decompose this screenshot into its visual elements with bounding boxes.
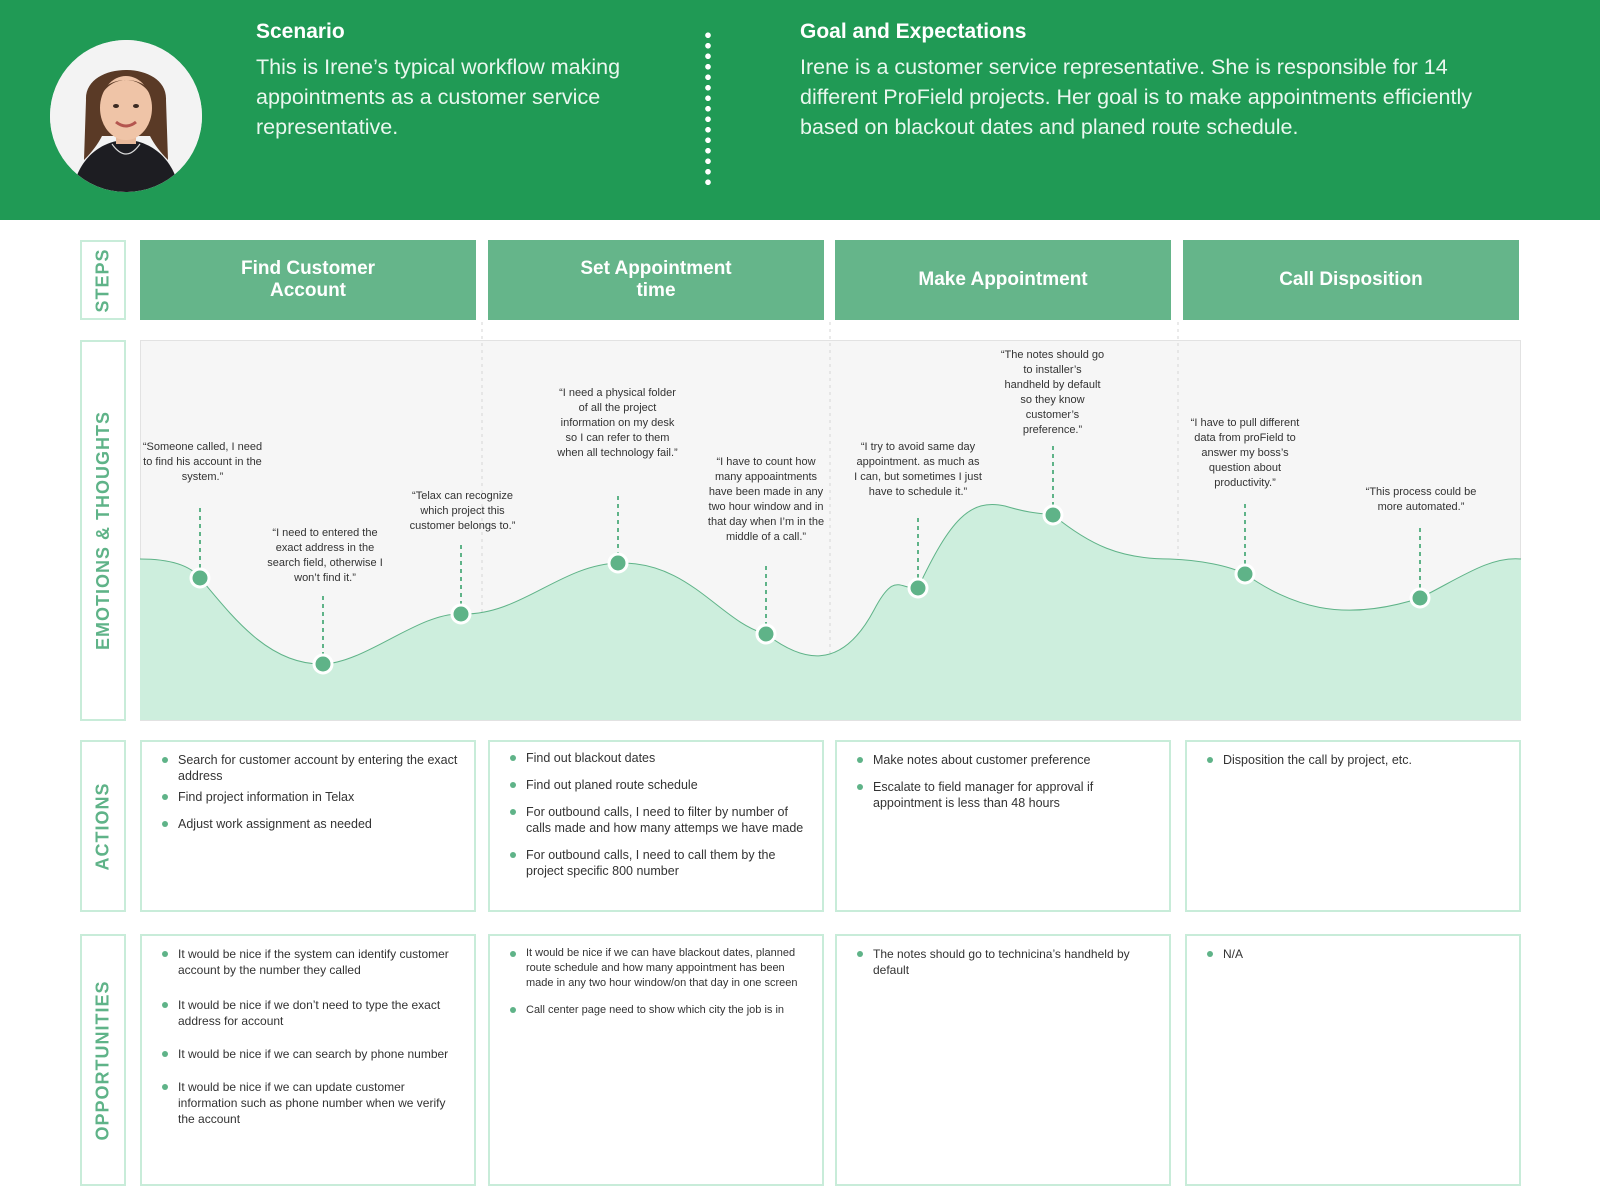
action-item: Disposition the call by project, etc. [1205, 752, 1505, 768]
avatar [50, 40, 202, 192]
action-item: Find out planed route schedule [508, 777, 808, 793]
action-item: Search for customer account by entering … [160, 752, 460, 784]
step-label: Make Appointment [918, 269, 1088, 290]
action-item: Make notes about customer preference [855, 752, 1155, 768]
step-label: Call Disposition [1279, 269, 1423, 290]
header-banner: Scenario This is Irene’s typical workflo… [0, 0, 1600, 220]
opportunity-item: It would be nice if we don’t need to typ… [160, 997, 460, 1029]
dotted-separator [704, 30, 712, 186]
emotion-point [1042, 504, 1064, 526]
emotion-quote: “Someone called, I need to find his acco… [142, 441, 263, 483]
action-item: Adjust work assignment as needed [160, 816, 460, 832]
scenario-section: Scenario This is Irene’s typical workflo… [256, 20, 656, 142]
emotion-quote: “I try to avoid same day appointment. as… [854, 441, 982, 498]
opportunity-item: It would be nice if we can have blackout… [508, 946, 808, 991]
emotion-point [312, 653, 334, 675]
opportunities-card-find-customer-account: It would be nice if the system can ident… [140, 934, 476, 1186]
opportunities-card-call-disposition: N/A [1185, 934, 1521, 1186]
opportunity-item: The notes should go to technicina’s hand… [855, 946, 1155, 978]
emotion-quote: “I need a physical folder of all the pro… [557, 387, 678, 459]
emotion-point [755, 623, 777, 645]
emotion-quote: “Telax can recognize which project this … [409, 490, 516, 532]
emotion-point [1409, 587, 1431, 609]
emotion-point [1234, 563, 1256, 585]
quote-connectors [199, 446, 1421, 656]
actions-card-make-appointment: Make notes about customer preference Esc… [835, 740, 1171, 912]
persona-portrait-image [50, 40, 202, 192]
emotion-quote: “I have to count how many appoaintments … [707, 456, 825, 543]
opportunity-item: It would be nice if we can search by pho… [160, 1046, 460, 1062]
action-item: For outbound calls, I need to filter by … [508, 804, 808, 836]
actions-card-set-appointment-time: Find out blackout dates Find out planed … [488, 740, 824, 912]
action-item: Find out blackout dates [508, 750, 808, 766]
step-label: Set Appointment time [580, 258, 732, 301]
row-label-steps: STEPS [80, 240, 126, 320]
step-find-customer-account: Find Customer Account [140, 240, 476, 320]
opportunity-item: Call center page need to show which city… [508, 1002, 808, 1018]
scenario-text: This is Irene’s typical workflow making … [256, 55, 621, 139]
step-call-disposition: Call Disposition [1183, 240, 1519, 320]
row-label-opportunities: OPPORTUNITIES [80, 934, 126, 1186]
emotion-point [907, 577, 929, 599]
goal-section: Goal and Expectations Irene is a custome… [800, 20, 1500, 142]
opportunity-item: It would be nice if the system can ident… [160, 946, 460, 978]
emotion-quote: “I need to entered the exact address in … [267, 527, 383, 584]
actions-card-find-customer-account: Search for customer account by entering … [140, 740, 476, 912]
step-set-appointment-time: Set Appointment time [488, 240, 824, 320]
goal-title: Goal and Expectations [800, 20, 1027, 43]
scenario-title: Scenario [256, 20, 345, 43]
action-item: Escalate to field manager for approval i… [855, 779, 1155, 811]
step-label: Find Customer Account [240, 258, 376, 301]
row-label-actions: ACTIONS [80, 740, 126, 912]
opportunities-card-make-appointment: The notes should go to technicina’s hand… [835, 934, 1171, 1186]
emotion-point [189, 567, 211, 589]
action-item: For outbound calls, I need to call them … [508, 847, 808, 879]
emotion-curve-area [140, 504, 1521, 720]
emotion-quote: “I have to pull different data from proF… [1190, 417, 1300, 489]
opportunity-item: It would be nice if we can update custom… [160, 1079, 460, 1127]
emotion-quote: “The notes should go to installer’s hand… [1000, 349, 1105, 436]
opportunity-item: N/A [1205, 946, 1505, 962]
emotion-quote: “This process could be more automated.” [1365, 486, 1477, 513]
row-label-emotions: EMOTIONS & THOUGHTS [80, 340, 126, 721]
opportunities-card-set-appointment-time: It would be nice if we can have blackout… [488, 934, 824, 1186]
actions-card-call-disposition: Disposition the call by project, etc. [1185, 740, 1521, 912]
step-make-appointment: Make Appointment [835, 240, 1171, 320]
emotion-point [607, 552, 629, 574]
goal-text: Irene is a customer service representati… [800, 55, 1473, 139]
action-item: Find project information in Telax [160, 789, 460, 805]
emotion-point [450, 603, 472, 625]
